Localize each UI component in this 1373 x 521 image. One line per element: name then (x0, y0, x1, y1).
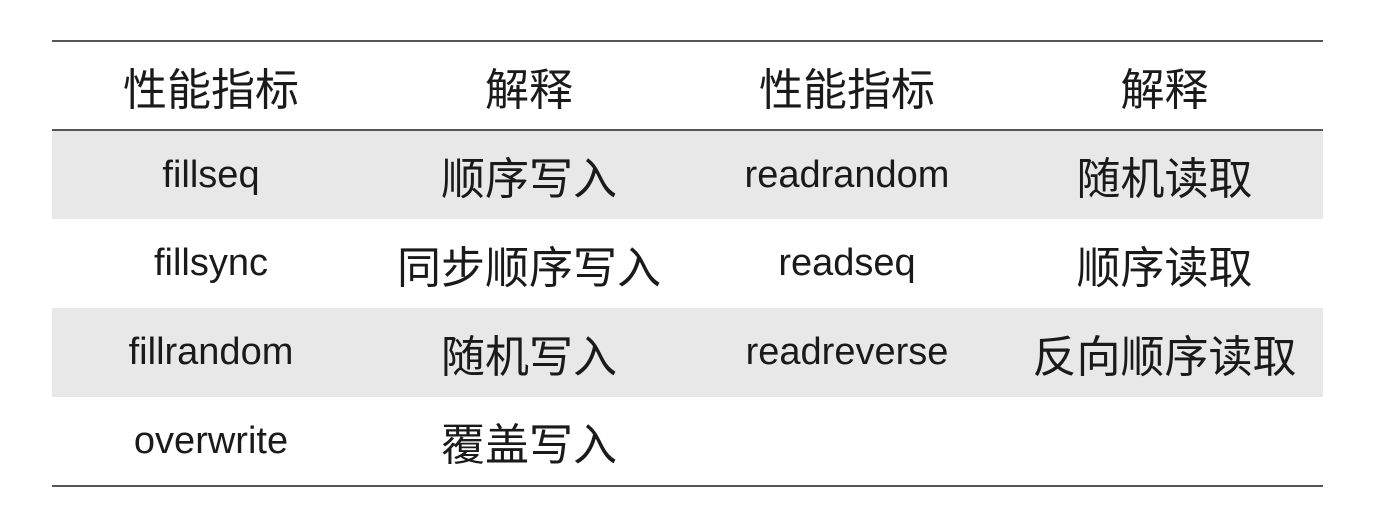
explanation-cell: 反向顺序读取 (1032, 331, 1297, 383)
header-explanation-1: 解释 (485, 64, 573, 116)
metric-cell: fillsync (153, 242, 269, 284)
metric-cell: fillrandom (128, 331, 294, 373)
metric-cell: readseq (778, 242, 916, 284)
table-body: fillseq 顺序写入 readrandom 随机读取 fillsync 同步… (52, 130, 1323, 486)
metric-cell: readreverse (745, 331, 949, 373)
benchmark-metrics-table: 性能指标 解释 性能指标 解释 fillseq 顺序写入 readrandom … (52, 40, 1323, 487)
header-row: 性能指标 解释 性能指标 解释 (52, 41, 1323, 130)
header-metric-1: 性能指标 (123, 64, 299, 116)
metric-cell: readrandom (744, 153, 950, 196)
table-header: 性能指标 解释 性能指标 解释 (52, 41, 1323, 130)
metric-cell: overwrite (133, 419, 289, 462)
table-row: fillsync 同步顺序写入 readseq 顺序读取 (52, 219, 1323, 308)
header-metric-2: 性能指标 (759, 64, 935, 116)
explanation-cell: 随机读取 (1076, 154, 1253, 205)
table-row: overwrite 覆盖写入 (52, 397, 1323, 486)
benchmark-table-container: 性能指标 解释 性能指标 解释 fillseq 顺序写入 readrandom … (52, 40, 1323, 487)
header-explanation-2: 解释 (1120, 64, 1209, 116)
table-row: fillseq 顺序写入 readrandom 随机读取 (52, 130, 1323, 219)
explanation-cell: 顺序读取 (1076, 242, 1253, 294)
explanation-cell: 同步顺序写入 (397, 242, 661, 294)
metric-cell: fillseq (162, 153, 260, 196)
explanation-cell: 顺序写入 (441, 154, 617, 205)
table-row: fillrandom 随机写入 readreverse 反向顺序读取 (52, 308, 1323, 397)
explanation-cell (1006, 397, 1323, 486)
explanation-cell: 随机写入 (441, 331, 617, 383)
explanation-cell: 覆盖写入 (441, 420, 617, 471)
metric-cell (688, 397, 1006, 486)
